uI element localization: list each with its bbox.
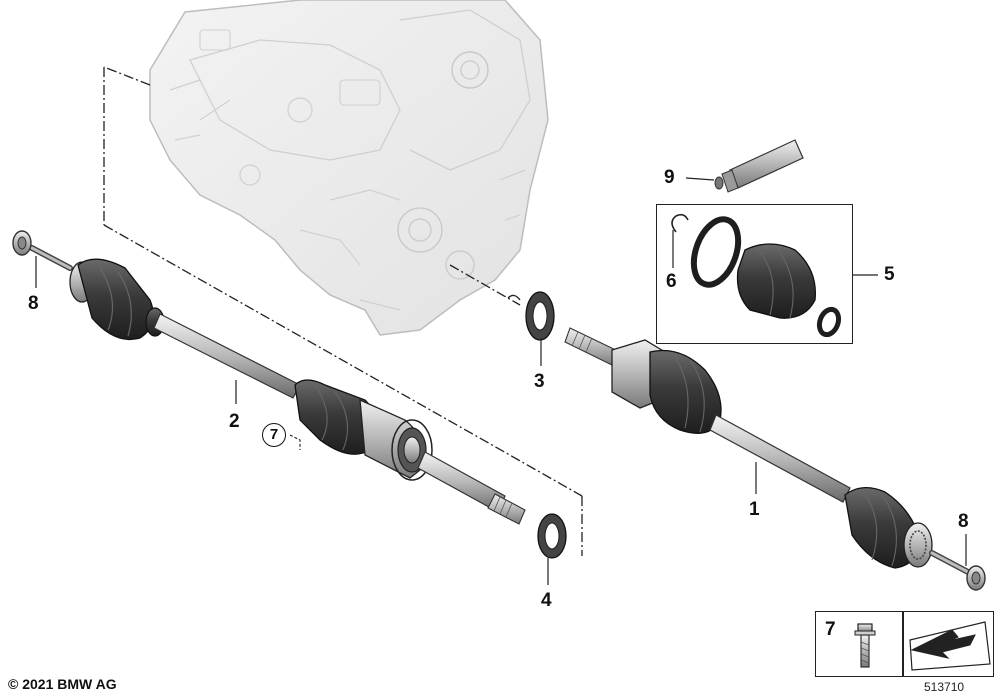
- grease-tube-icon: [714, 139, 804, 193]
- seal-ring-4-icon: [537, 513, 567, 559]
- drive-shaft-left-icon: [12, 230, 526, 525]
- boot-kit-box: [656, 204, 853, 344]
- legend-bolt-box: [815, 611, 903, 677]
- callout-9[interactable]: 9: [664, 167, 675, 188]
- gearbox-icon: [149, 0, 549, 336]
- legend-note-box: [903, 611, 994, 677]
- callout-5[interactable]: 5: [884, 264, 895, 285]
- callout-6[interactable]: 6: [666, 271, 677, 292]
- callout-2[interactable]: 2: [229, 411, 240, 432]
- callout-7-circled[interactable]: 7: [262, 423, 286, 447]
- callout-1[interactable]: 1: [749, 499, 760, 520]
- drive-shaft-right-icon: [564, 327, 986, 591]
- arrow-note-icon: [909, 621, 991, 671]
- callout-8-right[interactable]: 8: [958, 511, 969, 532]
- diagram-id: 513710: [924, 680, 965, 694]
- seal-ring-3-icon: [507, 291, 555, 341]
- callout-3[interactable]: 3: [534, 371, 545, 392]
- legend-callout-7: 7: [825, 619, 836, 640]
- leader-lines: [35, 177, 967, 585]
- callout-4[interactable]: 4: [541, 590, 552, 611]
- bolt-icon: [854, 623, 876, 668]
- callout-8-left[interactable]: 8: [28, 293, 39, 314]
- copyright-text: © 2021 BMW AG: [8, 676, 117, 692]
- boot-kit-icon: [671, 213, 842, 338]
